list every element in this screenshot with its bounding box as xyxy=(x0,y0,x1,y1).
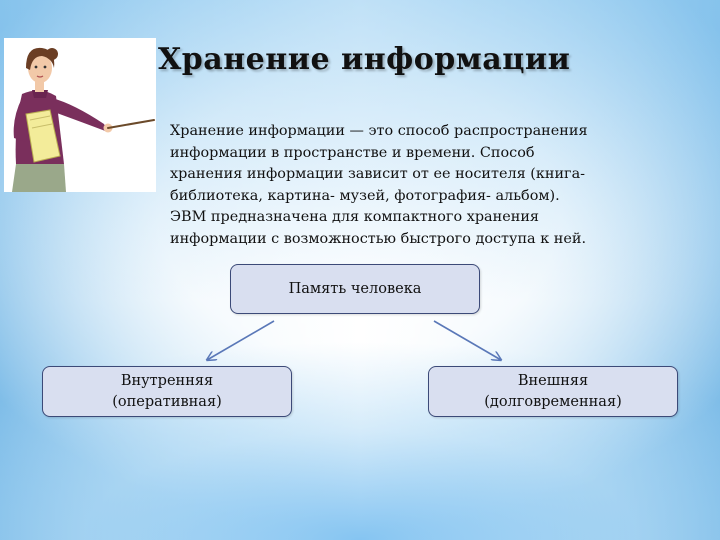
node-human-memory: Память человека xyxy=(230,264,480,314)
teacher-with-pointer-icon xyxy=(12,47,155,192)
background-bottom-glow xyxy=(0,320,720,540)
teacher-illustration xyxy=(4,38,156,192)
slide-title: Хранение информации xyxy=(158,42,571,77)
arrow-to-external xyxy=(433,320,501,360)
arrow-to-internal xyxy=(207,320,275,360)
node-external-memory: Внешняя (долговременная) xyxy=(428,366,678,417)
definition-paragraph: Хранение информации — это способ распрос… xyxy=(170,123,588,247)
node-internal-memory: Внутренняя (оперативная) xyxy=(42,366,292,417)
